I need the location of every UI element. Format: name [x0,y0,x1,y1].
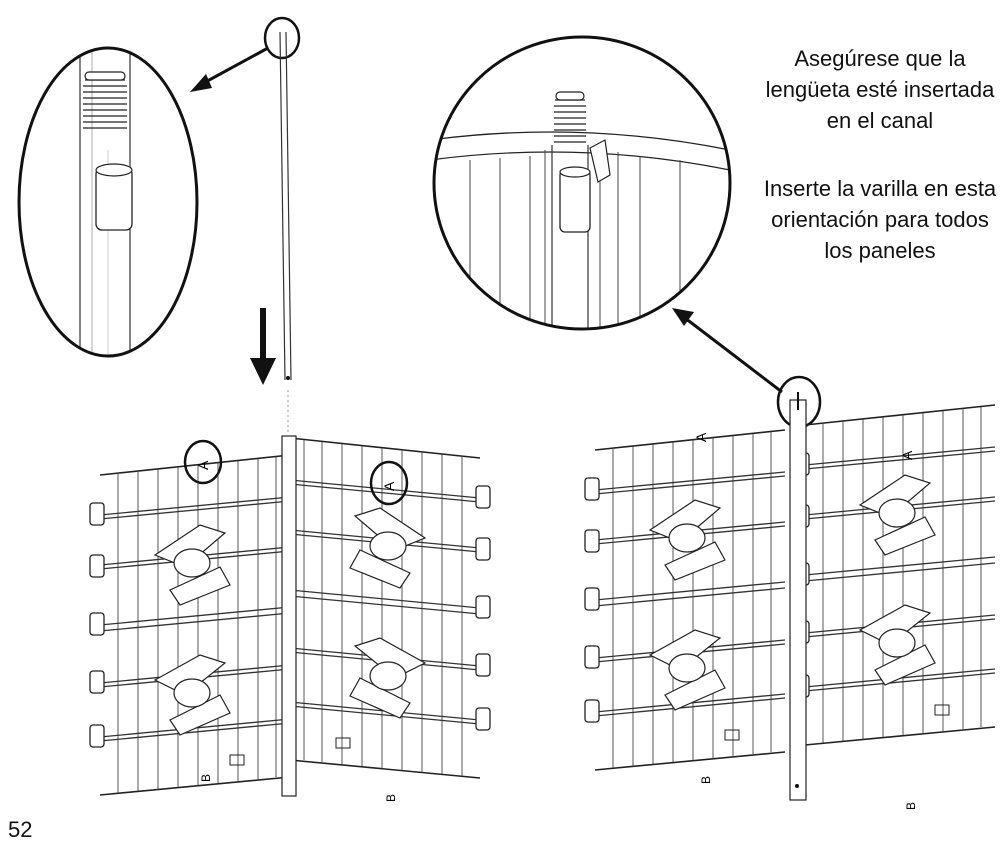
panel-mark-circle-1 [183,439,223,485]
note-line: Inserte la varilla en esta [763,176,997,201]
note-line: lengüeta esté insertada [765,77,995,102]
panel-assembly-right [584,392,996,801]
note-line: Asegúrese que la [794,46,966,71]
rod-orientation-note: Inserte la varilla en esta orientación p… [735,173,1007,266]
tab-channel-detail-bubble [432,35,732,331]
panel-mark-b-1: B [199,774,213,782]
panel-mark-b-2: B [384,794,398,802]
note-line: los paneles [824,238,936,263]
panel-mark-a-2: A [381,481,397,491]
tab-insertion-note: Asegúrese que la lengüeta esté insertada… [735,43,1007,136]
rod-tip-detail-bubble [17,46,199,358]
note-line: orientación para todos [771,207,989,232]
callout-arrow-left [190,46,269,92]
note-line: en el canal [826,108,934,133]
panel-mark-circle-2 [369,460,409,506]
panel-mark-b-4: B [904,802,918,810]
threaded-rod [279,31,292,432]
page-number: 52 [8,817,33,842]
panel-assembly-left [89,435,491,797]
panel-mark-b-3: B [699,776,713,784]
panel-mark-a-1: A [195,460,211,470]
panel-mark-a-4: A [899,450,915,460]
panel-mark-a-3: A [693,432,709,442]
callout-arrow-right [672,308,783,394]
insert-direction-arrow [250,308,276,385]
rod-tip-circle [263,16,301,60]
